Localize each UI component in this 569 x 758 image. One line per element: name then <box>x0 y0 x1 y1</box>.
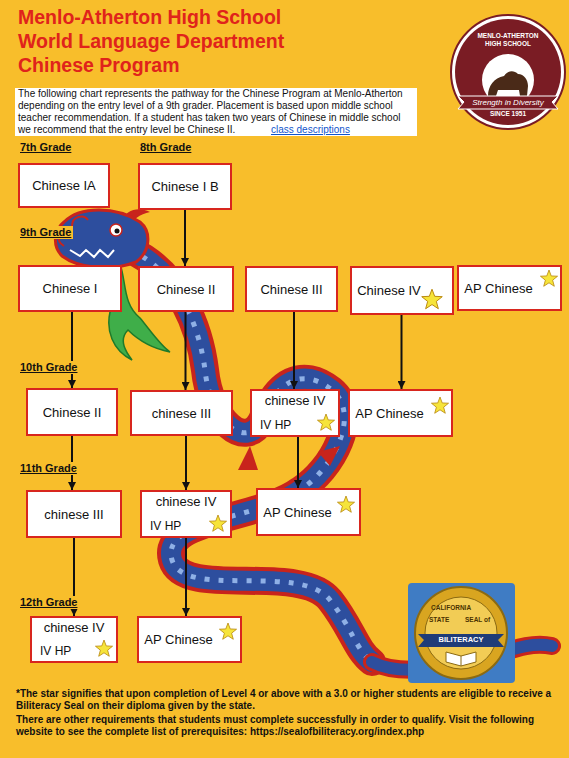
subheading: Chinese Program <box>18 54 179 76</box>
logo-bear <box>488 71 528 96</box>
course-name: AP Chinese <box>464 281 532 296</box>
grade-label: 9th Grade <box>18 226 73 239</box>
seal-text: STATE <box>429 616 449 624</box>
logo-banner <box>458 96 558 109</box>
course-name: Chinese I B <box>151 179 218 194</box>
course-name: chinese IV <box>265 393 326 408</box>
seal-disc <box>415 587 507 679</box>
course-box: chinese IV IV HP <box>140 490 232 538</box>
grade-label: 12th Grade <box>18 596 79 609</box>
grade-label: 8th Grade <box>138 141 193 154</box>
seal-inner <box>425 597 497 669</box>
seal-book <box>446 652 476 666</box>
course-name: Chinese I <box>43 281 98 296</box>
course-name: Chinese III <box>260 282 322 297</box>
course-box: Chinese I B <box>138 163 232 210</box>
grade-label: 7th Grade <box>18 141 73 154</box>
course-name: Chinese IV <box>357 283 421 298</box>
dragon-body-outline <box>130 250 372 662</box>
course-box: chinese IV IV HP <box>30 616 118 663</box>
grade-label: 11th Grade <box>18 462 79 475</box>
logo-motto: Strength in Diversity <box>458 98 558 108</box>
school-logo <box>451 15 565 129</box>
grade-label: 10th Grade <box>18 361 79 374</box>
arrow-connector <box>185 538 187 616</box>
course-box: chinese III <box>26 490 122 538</box>
arrow-connector <box>297 437 299 488</box>
course-box: Chinese III <box>245 266 338 312</box>
seal-text: CALIFORNIA <box>431 604 491 612</box>
course-name: Chinese IA <box>32 178 96 193</box>
course-box: AP Chinese <box>137 616 242 663</box>
dragon-pupil <box>115 229 120 234</box>
logo-text: MENLO-ATHERTON HIGH SCHOOL <box>475 32 541 48</box>
course-name: AP Chinese <box>355 406 423 421</box>
course-name: AP Chinese <box>144 632 212 647</box>
arrow-connector <box>185 312 187 390</box>
arrow-connector <box>401 315 403 389</box>
course-box: chinese IV IV HP <box>250 389 340 437</box>
arrow-connector <box>185 436 187 490</box>
dragon-scales <box>130 250 372 662</box>
biliteracy-seal <box>408 583 515 683</box>
course-note: IV HP <box>150 519 181 533</box>
course-name: chinese IV <box>44 620 105 635</box>
seal-backdrop <box>408 583 515 683</box>
course-name: chinese IV <box>156 494 217 509</box>
intro-paragraph: The following chart represents the pathw… <box>15 88 417 136</box>
seal-ribbon <box>418 634 504 647</box>
course-name: Chinese II <box>157 282 216 297</box>
arrow-connector <box>184 210 186 266</box>
logo-text: SINCE 1951 <box>478 110 538 118</box>
course-name: Chinese II <box>43 405 102 420</box>
logo-outer <box>451 15 565 129</box>
page-title: Menlo-Atherton High School <box>18 6 281 28</box>
seal-text: SEAL of <box>465 616 490 624</box>
dragon-jaw <box>70 250 114 257</box>
course-box: Chinese I <box>18 265 122 312</box>
dragon-body <box>130 250 372 662</box>
subheading: World Language Department <box>18 30 284 52</box>
seal-text: BILITERACY <box>423 635 499 645</box>
course-box: Chinese II <box>138 266 234 312</box>
footnote: *The star signifies that upon completion… <box>16 688 561 712</box>
course-box: AP Chinese <box>256 488 361 536</box>
course-box: chinese III <box>130 390 233 436</box>
course-box: Chinese IA <box>18 163 110 208</box>
course-note: IV HP <box>40 644 71 658</box>
course-name: chinese III <box>152 406 211 421</box>
arrow-connector <box>71 312 73 388</box>
course-note: IV HP <box>260 418 291 432</box>
course-box: AP Chinese <box>457 265 562 311</box>
course-box: Chinese II <box>26 388 118 436</box>
course-box: Chinese IV <box>350 266 454 315</box>
dragon-eye <box>110 224 122 236</box>
course-name: chinese III <box>44 507 103 522</box>
logo-ring <box>455 19 561 125</box>
link-text: class descriptions <box>270 124 351 136</box>
course-box: AP Chinese <box>348 389 453 437</box>
footnote: There are other requirements that studen… <box>16 714 561 738</box>
arrow-connector <box>293 312 295 389</box>
course-name: AP Chinese <box>263 505 331 520</box>
